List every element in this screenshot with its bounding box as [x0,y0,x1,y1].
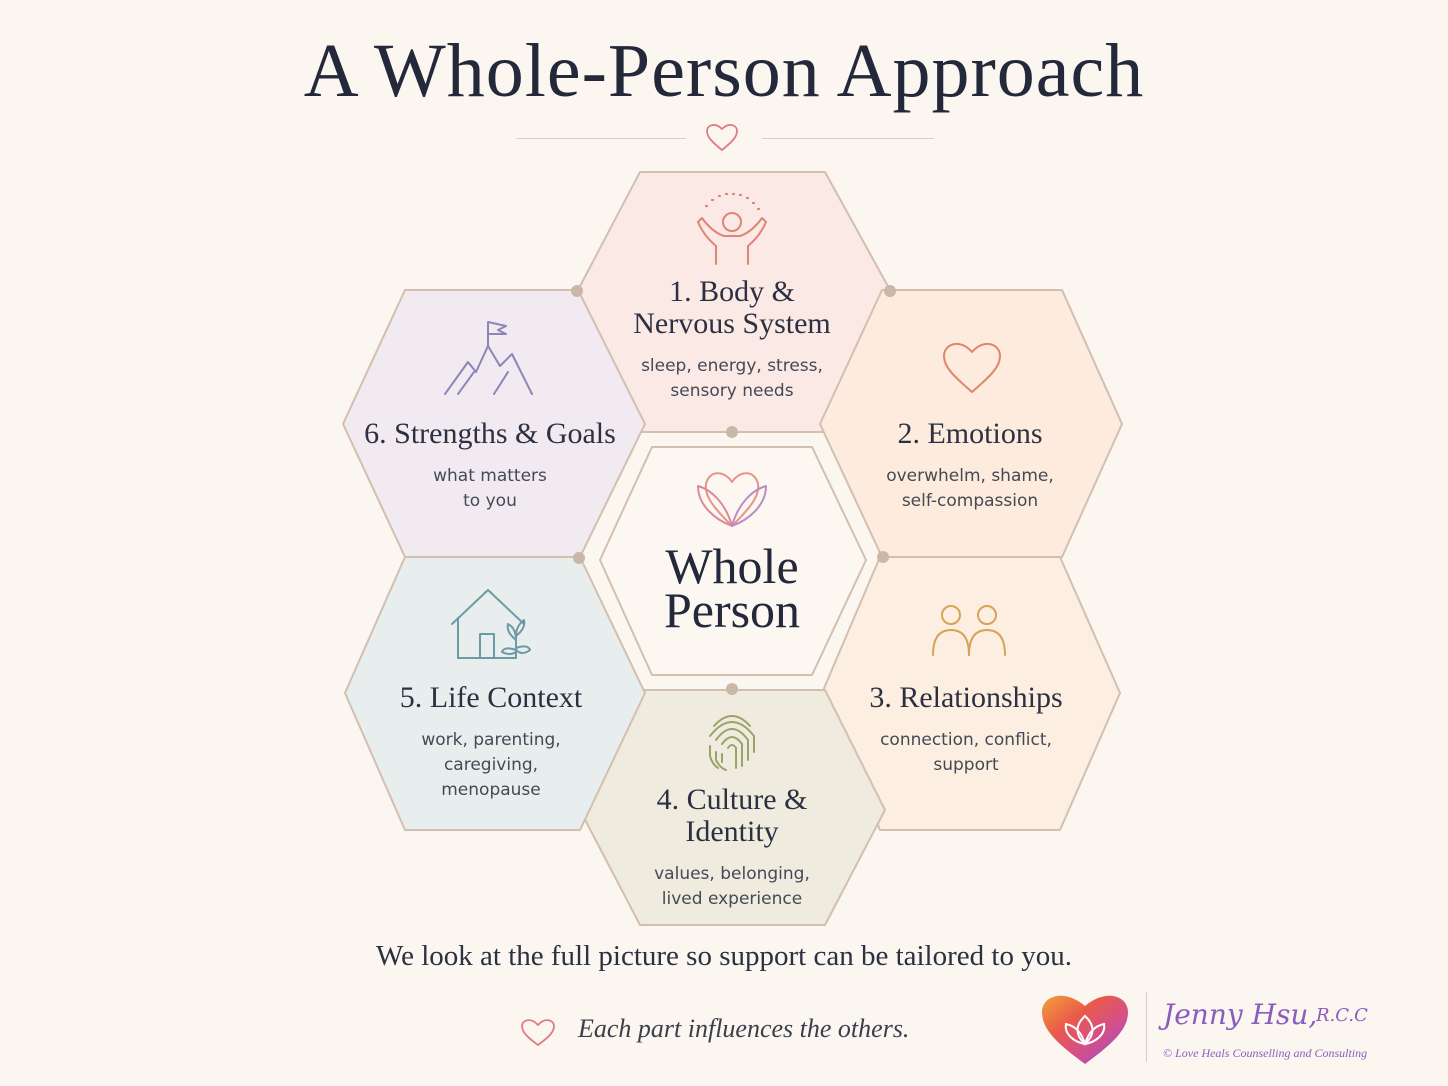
segment-subtitle-line: what matters [433,466,547,486]
note-text: Each part influences the others. [578,1014,910,1043]
fingerprint-icon [709,715,755,771]
segment-subtitle: overwhelm, shame, self-compassion [822,464,1118,514]
center-title-line: Whole [665,538,799,594]
segment-title: 2. Emotions [897,417,1043,450]
segment-subtitle-line: self-compassion [901,491,1039,511]
signature-copyright: © Love Heals Counselling and Consulting [1163,1046,1368,1060]
segment-body-nervous-system: 1. Body & Nervous System sleep, energy, … [582,276,882,404]
segment-subtitle-line: values, belonging, [654,864,810,884]
person-raising-arms-icon [697,192,767,265]
segment-title: Nervous System [633,307,831,340]
connector-dot [573,552,585,564]
lotus-heart-icon [697,472,767,527]
two-people-icon [932,605,1006,656]
mountain-flag-icon [444,321,533,395]
heart-icon [943,342,1001,393]
segment-subtitle: what matters to you [344,464,636,514]
segment-subtitle: sleep, energy, stress, sensory needs [582,354,882,404]
segment-life-context: 5. Life Context work, parenting, caregiv… [346,682,636,803]
segment-subtitle: work, parenting, caregiving, menopause [346,728,636,803]
segment-subtitle-line: support [933,755,999,775]
hex-whole-person [599,446,867,676]
brand-logo-icon [1042,995,1128,1064]
connector-dot [877,551,889,563]
connector-dot [726,426,738,438]
center-whole-person: Whole Person [612,538,852,638]
signature-name: Jenny Hsu, [1163,998,1318,1031]
divider-heart-icon [706,124,738,152]
page-title: A Whole-Person Approach [303,29,1145,113]
center-title-line: Person [663,582,801,638]
segment-subtitle: connection, conflict, support [818,728,1114,778]
segment-subtitle-line: connection, conflict, [880,730,1052,750]
segment-subtitle-line: work, parenting, [421,730,561,750]
segment-subtitle: values, belonging, lived experience [582,862,882,912]
segment-title: 5. Life Context [399,681,583,714]
segment-subtitle-line: overwhelm, shame, [886,466,1054,486]
segment-subtitle-line: to you [463,491,517,511]
segment-subtitle-line: caregiving, [443,755,539,775]
segment-relationships: 3. Relationships connection, conflict, s… [818,682,1114,778]
segment-subtitle-line: lived experience [661,889,803,909]
signature-credential: R.C.C [1316,1005,1368,1026]
segment-subtitle-line: menopause [441,780,541,800]
segment-title: 4. Culture & [656,783,808,816]
segment-title: 6. Strengths & Goals [364,417,616,450]
title-divider-right [762,138,934,139]
connector-dot [884,285,896,297]
connector-dot [726,683,738,695]
segment-culture-identity: 4. Culture & Identity values, belonging,… [582,784,882,912]
title-divider-left [516,138,686,139]
segment-subtitle-line: sensory needs [670,381,794,401]
segment-title: Identity [685,815,779,848]
note-heart-icon [521,1019,555,1047]
hex-emotions [819,289,1123,558]
segment-title: 1. Body & [669,275,795,308]
connector-dot [571,285,583,297]
signature-separator [1146,992,1147,1062]
segment-title: 3. Relationships [869,681,1063,714]
house-with-plant-icon [451,589,531,659]
segment-subtitle-line: sleep, energy, stress, [641,356,823,376]
segment-strengths-goals: 6. Strengths & Goals what matters to you [344,418,636,514]
segment-emotions: 2. Emotions overwhelm, shame, self-compa… [822,418,1118,514]
tagline: We look at the full picture so support c… [376,940,1072,972]
